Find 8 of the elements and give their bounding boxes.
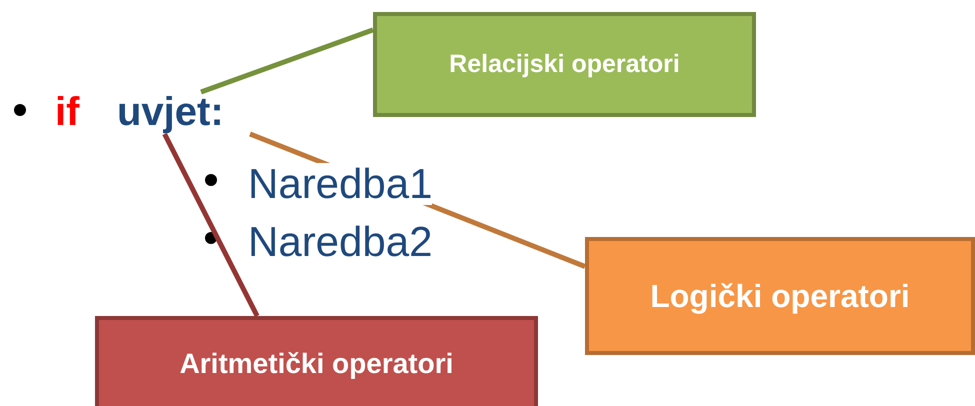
callout-box: Logički operatori — [585, 237, 975, 355]
callout-box: Relacijski operatori — [373, 12, 756, 117]
leader-line — [200, 28, 374, 94]
callout-box: Aritmetički operatori — [95, 316, 538, 406]
condition-text: uvjet: — [117, 92, 224, 132]
leader-line — [162, 132, 260, 318]
statement-text: Naredba1 — [248, 163, 432, 205]
keyword: if — [55, 92, 80, 132]
